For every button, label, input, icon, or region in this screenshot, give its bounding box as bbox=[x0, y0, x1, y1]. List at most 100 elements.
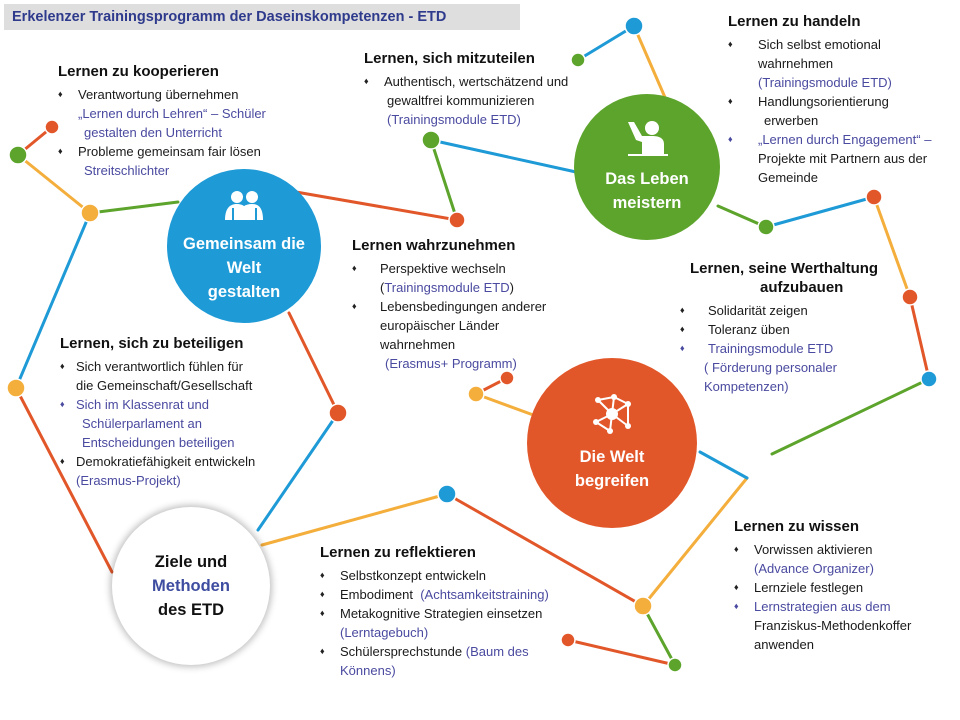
circle-label-line: begreifen bbox=[574, 471, 650, 490]
edge bbox=[698, 450, 749, 480]
list-item: Lernziele festlegen bbox=[734, 578, 956, 597]
item-text-blue: Lernstrategien aus dem bbox=[754, 599, 891, 614]
item-text-blue: gestalten den Unterricht bbox=[84, 125, 223, 140]
edge bbox=[474, 392, 538, 418]
edge bbox=[429, 138, 459, 222]
block-heading: Lernen zu reflektieren bbox=[320, 544, 476, 561]
block-lernen-zu-wissen: Lernen zu wissen Vorwissen aktivieren (A… bbox=[734, 517, 956, 654]
item-text: Verantwortung übernehmen bbox=[78, 87, 239, 102]
item-text: anwenden bbox=[754, 637, 814, 652]
list-item: Perspektive wechseln (Trainingsmodule ET… bbox=[352, 259, 592, 297]
item-text: Perspektive wechseln bbox=[380, 261, 506, 276]
item-text-blue: Kompetenzen) bbox=[704, 379, 789, 394]
item-text-blue: (Erasmus+ Programm) bbox=[385, 356, 517, 371]
item-text: Solidarität zeigen bbox=[708, 303, 808, 318]
list-item: Toleranz üben bbox=[680, 320, 920, 339]
list-item: Verantwortung übernehmen „Lernen durch L… bbox=[58, 85, 318, 142]
circle-label-line: des ETD bbox=[157, 601, 225, 619]
item-text: erwerben bbox=[764, 113, 819, 128]
circle-label-line: Gemeinsam die bbox=[183, 234, 305, 253]
title-bar: Erkelenzer Trainingsprogramm der Daseins… bbox=[4, 4, 520, 30]
item-text-blue: (Trainingsmodule ETD) bbox=[387, 112, 521, 127]
circle-label-line: Methoden bbox=[152, 577, 230, 595]
item-text-blue: (Trainingsmodule ETD) bbox=[758, 75, 892, 90]
block-heading: Lernen zu handeln bbox=[728, 13, 861, 30]
item-text: Vorwissen aktivieren bbox=[754, 542, 873, 557]
item-text: Franziskus-Methodenkoffer bbox=[754, 618, 912, 633]
edge bbox=[764, 195, 876, 229]
list-item: Embodiment (Achtsamkeitstraining) bbox=[320, 585, 590, 604]
node-dot bbox=[467, 385, 485, 403]
list-item: Sich im Klassenrat und Schülerparlament … bbox=[60, 395, 320, 452]
node-dot bbox=[448, 211, 466, 229]
item-text-blue: Sich im Klassenrat und bbox=[76, 397, 209, 412]
item-text: Lernziele festlegen bbox=[754, 580, 864, 595]
block-lernen-seine-werthaltung-aufzubauen: Lernen, seine Werthaltung aufzubauen Sol… bbox=[680, 259, 920, 396]
item-text-blue: Könnens) bbox=[340, 663, 396, 678]
node-dot bbox=[328, 403, 348, 423]
item-text: Probleme gemeinsam fair lösen bbox=[78, 144, 261, 159]
item-text-row: Embodiment (Achtsamkeitstraining) bbox=[340, 585, 590, 604]
circle-label-line: Welt bbox=[226, 258, 262, 277]
edge bbox=[641, 476, 749, 608]
circle-das-leben-meistern: Das Leben meistern bbox=[574, 94, 720, 240]
list-item: Authentisch, wertschätzend und bbox=[364, 72, 604, 91]
item-text-blue: (Advance Organizer) bbox=[754, 561, 874, 576]
circle-die-welt-begreifen: Die Welt begreifen bbox=[527, 358, 697, 528]
list-item: Lernstrategien aus dem Franziskus-Method… bbox=[734, 597, 956, 654]
list-item: Probleme gemeinsam fair lösen bbox=[58, 142, 318, 161]
list-item: „Lernen durch Engagement“ – Projekte mit… bbox=[728, 130, 956, 187]
item-text: wahrnehmen bbox=[380, 337, 456, 352]
list-item: Demokratiefähigkeit entwickeln (Erasmus-… bbox=[60, 452, 320, 490]
circle-label-line: meistern bbox=[612, 193, 682, 212]
item-text: die Gemeinschaft/Gesellschaft bbox=[76, 378, 253, 393]
edge bbox=[16, 153, 92, 215]
two-people-icon bbox=[223, 189, 265, 228]
item-text: Gemeinde bbox=[758, 170, 818, 185]
item-text: Schülersprechstunde bbox=[340, 644, 463, 659]
item-text: Handlungsorientierung bbox=[758, 94, 889, 109]
node-dot bbox=[920, 370, 938, 388]
item-text: Demokratiefähigkeit entwickeln bbox=[76, 454, 256, 469]
item-text-blue: (Lerntagebuch) bbox=[340, 625, 429, 640]
item-text: Selbstkonzept entwickeln bbox=[340, 568, 486, 583]
circle-label-line: Ziele und bbox=[154, 553, 228, 571]
list-item: Metakognitive Strategien einsetzen (Lern… bbox=[320, 604, 590, 642]
item-text-blue: Entscheidungen beteiligen bbox=[82, 435, 235, 450]
item-text-blue: Trainingsmodule ETD bbox=[708, 341, 834, 356]
list-item: Schülersprechstunde (Baum des Könnens) bbox=[320, 642, 590, 680]
edge bbox=[14, 211, 92, 390]
edge bbox=[770, 377, 931, 456]
edge bbox=[641, 604, 677, 667]
item-text: Projekte mit Partnern aus der bbox=[758, 151, 928, 166]
node-dot bbox=[6, 378, 26, 398]
item-text-blue: Schülerparlament an bbox=[82, 416, 202, 431]
list-item: Lebensbedingungen anderer europäischer L… bbox=[352, 297, 592, 354]
node-dot bbox=[570, 52, 586, 68]
item-text: Embodiment bbox=[340, 587, 413, 602]
block-heading: Lernen zu wissen bbox=[734, 518, 860, 535]
block-heading: Lernen, seine Werthaltung bbox=[690, 260, 879, 277]
edge bbox=[294, 190, 459, 222]
node-dot bbox=[667, 657, 683, 673]
item-text-blue: „Lernen durch Engagement“ – bbox=[758, 132, 932, 147]
list-item: Trainingsmodule ETD bbox=[680, 339, 920, 358]
list-item: Sich verantwortlich fühlen für die Gemei… bbox=[60, 357, 320, 395]
node-dot bbox=[80, 203, 100, 223]
item-text-blue: (Achtsamkeitstraining) bbox=[420, 587, 549, 602]
edge bbox=[88, 200, 180, 215]
item-text-row: Schülersprechstunde (Baum des bbox=[340, 642, 590, 661]
block-lernen-wahrzunehmen: Lernen wahrzunehmen Perspektive wechseln… bbox=[352, 236, 592, 373]
list-item: Handlungsorientierung erwerben bbox=[728, 92, 956, 130]
item-text-paren: (Trainingsmodule ETD) bbox=[380, 280, 514, 295]
circle-gemeinsam-die-welt-gestalten: Gemeinsam die Welt gestalten bbox=[167, 169, 321, 323]
item-text-blue: Streitschlichter bbox=[84, 163, 170, 178]
block-heading: Lernen, sich zu beteiligen bbox=[60, 335, 244, 352]
item-text-blue: (Baum des bbox=[465, 644, 529, 659]
item-text: Sich verantwortlich fühlen für bbox=[76, 359, 243, 374]
edge bbox=[576, 24, 636, 62]
node-dot bbox=[757, 218, 775, 236]
item-text-blue: ( Förderung personaler bbox=[704, 360, 837, 375]
item-text-blue: (Erasmus-Projekt) bbox=[76, 473, 181, 488]
list-item: Selbstkonzept entwickeln bbox=[320, 566, 590, 585]
